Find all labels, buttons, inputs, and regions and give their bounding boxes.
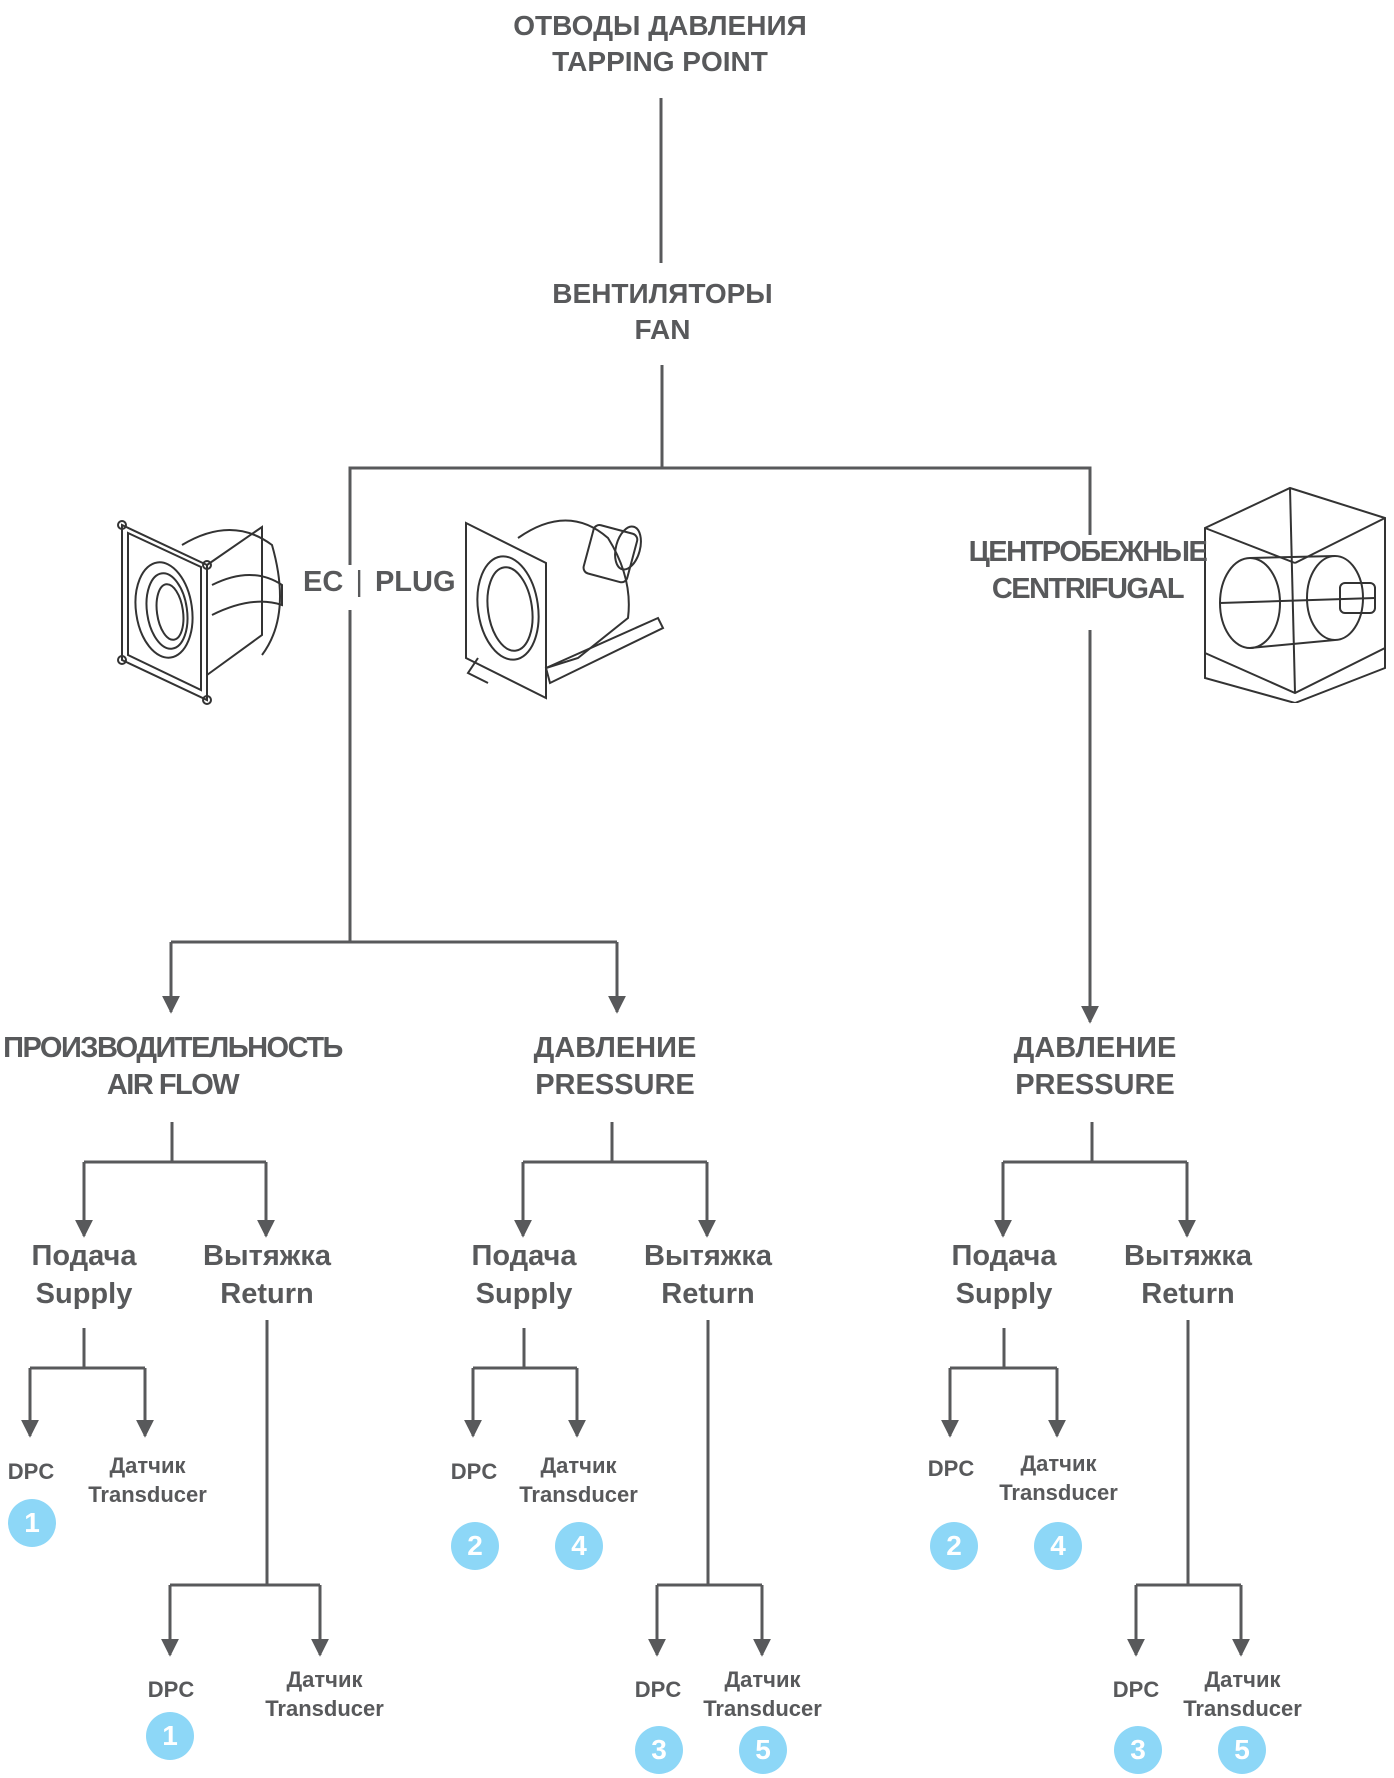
return-ru: Вытяжка [202, 1240, 332, 1272]
airflow-en: AIR FLOW [106, 1069, 240, 1102]
dpc-label: DPC [1112, 1677, 1160, 1702]
transducer-en: Transducer [519, 1481, 638, 1507]
plug-label: PLUG [374, 566, 456, 598]
transducer-label: Датчик Transducer [516, 1452, 641, 1509]
dpc-label: DPC [927, 1456, 975, 1481]
badge-number: 4 [1034, 1522, 1082, 1570]
centrifugal-ru: ЦЕНТРОБЕЖНЫЕ [968, 536, 1208, 568]
transducer-en: Transducer [265, 1695, 384, 1721]
badge-number: 5 [1218, 1726, 1266, 1774]
supply-ru: Подача [471, 1240, 577, 1272]
badge-number: 1 [8, 1499, 56, 1547]
transducer-label: Датчик Transducer [262, 1666, 387, 1723]
pressure-ec-ru: ДАВЛЕНИЕ [533, 1032, 697, 1064]
return-en: Return [220, 1277, 314, 1310]
pressure-ec-en: PRESSURE [535, 1069, 695, 1102]
centrifugal-fan-icon [1204, 486, 1386, 703]
transducer-en: Transducer [999, 1479, 1118, 1505]
badge-number: 5 [739, 1726, 787, 1774]
return-ru: Вытяжка [1123, 1240, 1253, 1272]
badge-number: 2 [451, 1522, 499, 1570]
supply-ru: Подача [951, 1240, 1057, 1272]
return-en: Return [1141, 1277, 1235, 1310]
pressure-cf-ru: ДАВЛЕНИЕ [1013, 1032, 1177, 1064]
fan-ru: ВЕНТИЛЯТОРЫ [552, 278, 773, 309]
transducer-label: Датчик Transducer [1180, 1666, 1305, 1723]
centrifugal-en: CENTRIFUGAL [991, 573, 1185, 606]
badge-number: 1 [146, 1712, 194, 1760]
transducer-en: Transducer [703, 1695, 822, 1721]
pressure-cf-en: PRESSURE [1015, 1069, 1175, 1102]
dpc-label: DPC [147, 1677, 195, 1702]
pressure-ec-node: ДАВЛЕНИЕ PRESSURE [490, 1030, 740, 1104]
pressure-ec-supply: Подача Supply [444, 1238, 604, 1313]
fan-node: ВЕНТИЛЯТОРЫ FAN [500, 276, 825, 348]
dpc-label: DPC [634, 1677, 682, 1702]
transducer-label: Датчик Transducer [996, 1450, 1121, 1507]
badge-number: 3 [635, 1726, 683, 1774]
dpc-label: DPC [7, 1459, 55, 1484]
airflow-return: Вытяжка Return [187, 1238, 347, 1313]
transducer-ru: Датчик [109, 1453, 186, 1478]
pressure-cf-return: Вытяжка Return [1108, 1238, 1268, 1313]
tapping-point-title: ОТВОДЫ ДАВЛЕНИЯ TAPPING POINT [460, 8, 860, 80]
airflow-ru: ПРОИЗВОДИТЕЛЬНОСТЬ [3, 1032, 343, 1064]
transducer-ru: Датчик [540, 1453, 617, 1478]
return-en: Return [661, 1277, 755, 1310]
tapping-point-en: TAPPING POINT [552, 45, 768, 77]
tapping-point-ru: ОТВОДЫ ДАВЛЕНИЯ [513, 10, 807, 41]
ec-plug-node: EC | PLUG [303, 566, 456, 599]
pressure-cf-supply: Подача Supply [924, 1238, 1084, 1313]
return-ru: Вытяжка [643, 1240, 773, 1272]
supply-ru: Подача [31, 1240, 137, 1272]
supply-en: Supply [475, 1277, 573, 1310]
badge-number: 2 [930, 1522, 978, 1570]
badge-number: 4 [555, 1522, 603, 1570]
transducer-ru: Датчик [1204, 1667, 1281, 1692]
supply-en: Supply [35, 1277, 133, 1310]
centrifugal-node: ЦЕНТРОБЕЖНЫЕ CENTRIFUGAL [960, 534, 1215, 608]
airflow-supply: Подача Supply [4, 1238, 164, 1313]
airflow-node: ПРОИЗВОДИТЕЛЬНОСТЬ AIR FLOW [0, 1030, 345, 1104]
ec-label: EC [303, 566, 344, 598]
transducer-label: Датчик Transducer [85, 1452, 210, 1509]
transducer-ru: Датчик [1020, 1451, 1097, 1476]
ec-plug-fan-side-icon [465, 519, 665, 700]
transducer-en: Transducer [1183, 1695, 1302, 1721]
transducer-en: Transducer [88, 1481, 207, 1507]
transducer-label: Датчик Transducer [700, 1666, 825, 1723]
ec-plug-fan-front-icon [117, 520, 283, 705]
fan-en: FAN [634, 313, 691, 345]
transducer-ru: Датчик [286, 1667, 363, 1692]
pressure-cf-node: ДАВЛЕНИЕ PRESSURE [970, 1030, 1220, 1104]
pressure-ec-return: Вытяжка Return [628, 1238, 788, 1313]
badge-number: 3 [1114, 1726, 1162, 1774]
ec-plug-separator: | [355, 566, 363, 598]
transducer-ru: Датчик [724, 1667, 801, 1692]
supply-en: Supply [955, 1277, 1053, 1310]
dpc-label: DPC [450, 1459, 498, 1484]
